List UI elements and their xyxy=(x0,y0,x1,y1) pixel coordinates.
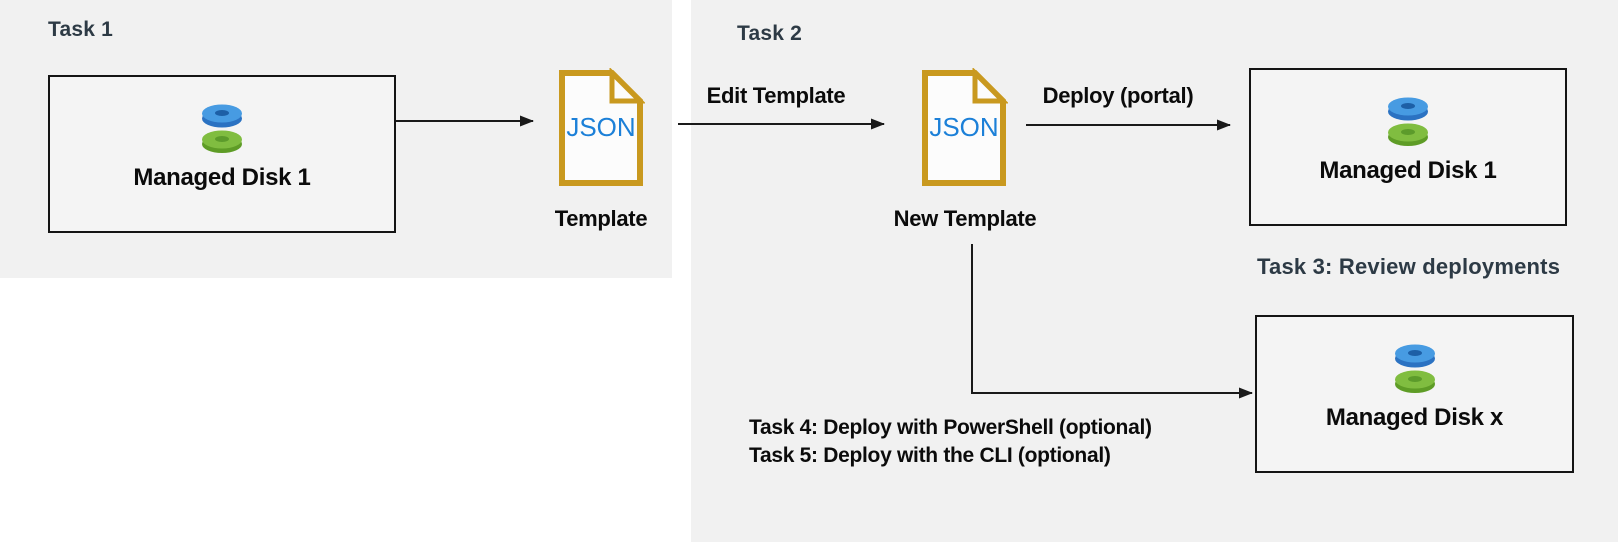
json-new-template-file-icon: JSON xyxy=(922,68,1008,186)
task2-title: Task 2 xyxy=(737,22,803,45)
edit-template-label: Edit Template xyxy=(706,83,846,108)
deploy-portal-label: Deploy (portal) xyxy=(1042,83,1194,108)
json-template-file-icon: JSON xyxy=(559,68,645,186)
managed-disk-icon xyxy=(1388,97,1428,146)
task4-label: Task 4: Deploy with PowerShell (optional… xyxy=(749,416,1152,439)
template-caption: Template xyxy=(554,206,648,231)
managed-disk-1-source-label: Managed Disk 1 xyxy=(133,164,311,191)
task5-label: Task 5: Deploy with the CLI (optional) xyxy=(749,444,1111,467)
managed-disk-1-deployed-box: Managed Disk 1 xyxy=(1249,68,1567,226)
managed-disk-x-label: Managed Disk x xyxy=(1325,404,1504,431)
managed-disk-x-box: Managed Disk x xyxy=(1255,315,1574,473)
managed-disk-icon xyxy=(1394,344,1435,393)
managed-disk-1-source-box: Managed Disk 1 xyxy=(48,75,396,233)
json-badge-text: JSON xyxy=(566,112,635,142)
new-template-caption: New Template xyxy=(893,206,1037,231)
task3-label: Task 3: Review deployments xyxy=(1257,254,1561,279)
managed-disk-icon xyxy=(202,104,242,153)
json-badge-text: JSON xyxy=(929,112,998,142)
managed-disk-1-deployed-label: Managed Disk 1 xyxy=(1319,157,1497,184)
task1-title: Task 1 xyxy=(48,18,114,41)
